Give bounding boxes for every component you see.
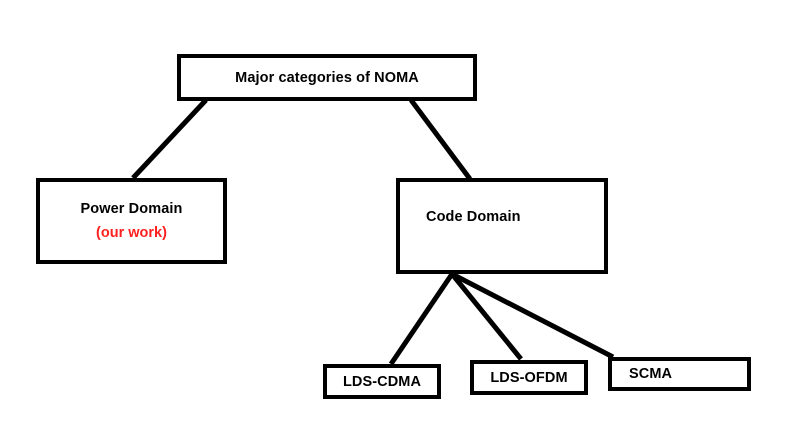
node-lds-ofdm-label: LDS-OFDM (490, 369, 568, 386)
edge-code-domain-to-scma (450, 271, 615, 360)
node-power-domain-sublabel: (our work) (96, 225, 167, 241)
edge-root-to-code-domain (408, 98, 473, 181)
node-power-domain-label: Power Domain (80, 201, 183, 217)
edge-root-to-power-domain (131, 98, 208, 180)
node-power-domain: Power Domain (our work) (36, 178, 227, 264)
node-root-label: Major categories of NOMA (235, 69, 419, 86)
node-scma: SCMA (608, 357, 751, 391)
edge-code-domain-to-lds-cdma (388, 272, 455, 366)
node-lds-cdma: LDS-CDMA (323, 364, 441, 399)
node-major-categories-of-noma: Major categories of NOMA (177, 54, 477, 101)
node-lds-ofdm: LDS-OFDM (470, 360, 588, 395)
node-code-domain-label: Code Domain (426, 209, 521, 225)
node-lds-cdma-label: LDS-CDMA (342, 373, 422, 390)
edge-code-domain-to-lds-ofdm (450, 272, 523, 361)
node-scma-label: SCMA (629, 366, 673, 382)
node-code-domain: Code Domain (396, 178, 608, 274)
